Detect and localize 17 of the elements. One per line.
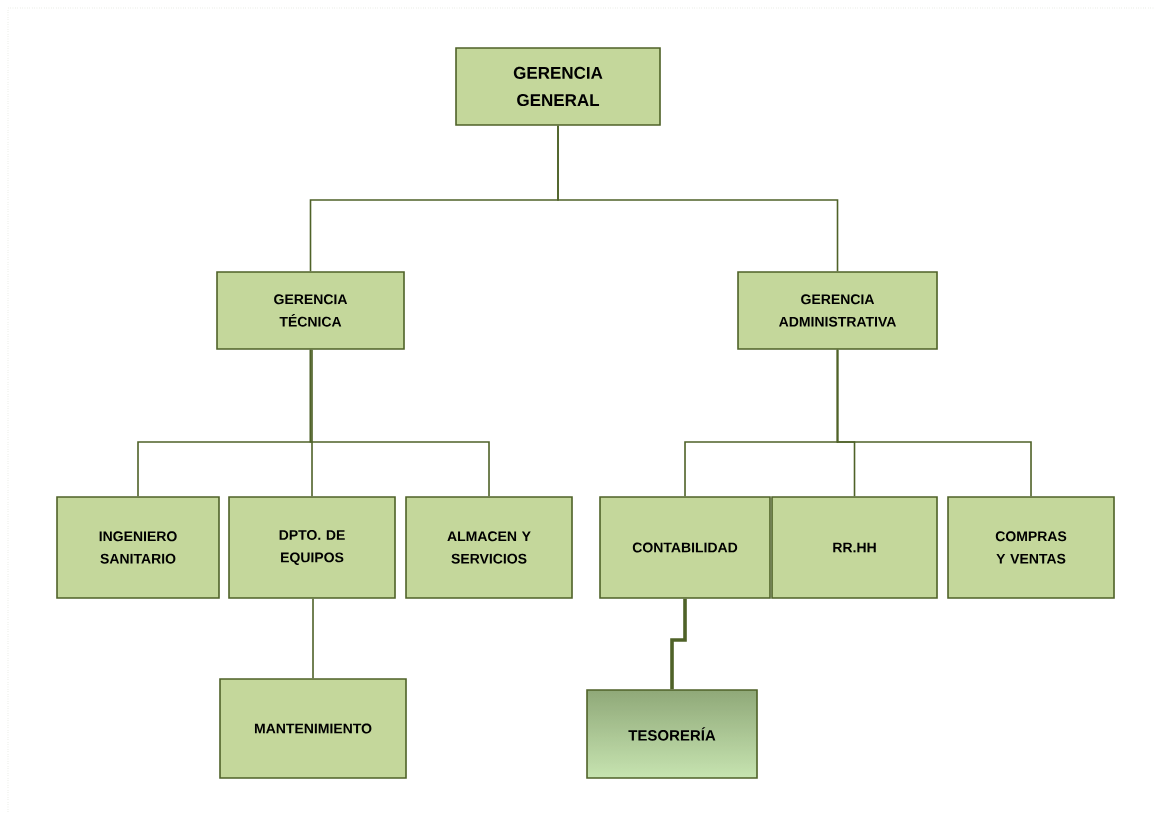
org-box: RR.HH [771, 496, 938, 599]
connector-line [670, 598, 687, 690]
connector-line [312, 598, 314, 679]
org-box: GERENCIA TÉCNICA [216, 271, 405, 350]
org-box: GERENCIA ADMINISTRATIVA [737, 271, 938, 350]
org-box: ALMACEN Y SERVICIOS [405, 496, 573, 599]
org-box: GERENCIA GENERAL [455, 47, 661, 126]
org-box: MANTENIMIENTO [219, 678, 407, 779]
org-box: COMPRAS Y VENTAS [947, 496, 1115, 599]
connector-line [836, 349, 1032, 497]
org-box: TESORERÍA [586, 689, 758, 779]
connector-line [311, 349, 313, 497]
connector-line [557, 125, 839, 272]
org-box: INGENIERO SANITARIO [56, 496, 220, 599]
org-box: DPTO. DE EQUIPOS [228, 496, 396, 599]
connector-line [309, 349, 490, 497]
org-box: CONTABILIDAD [599, 496, 771, 599]
